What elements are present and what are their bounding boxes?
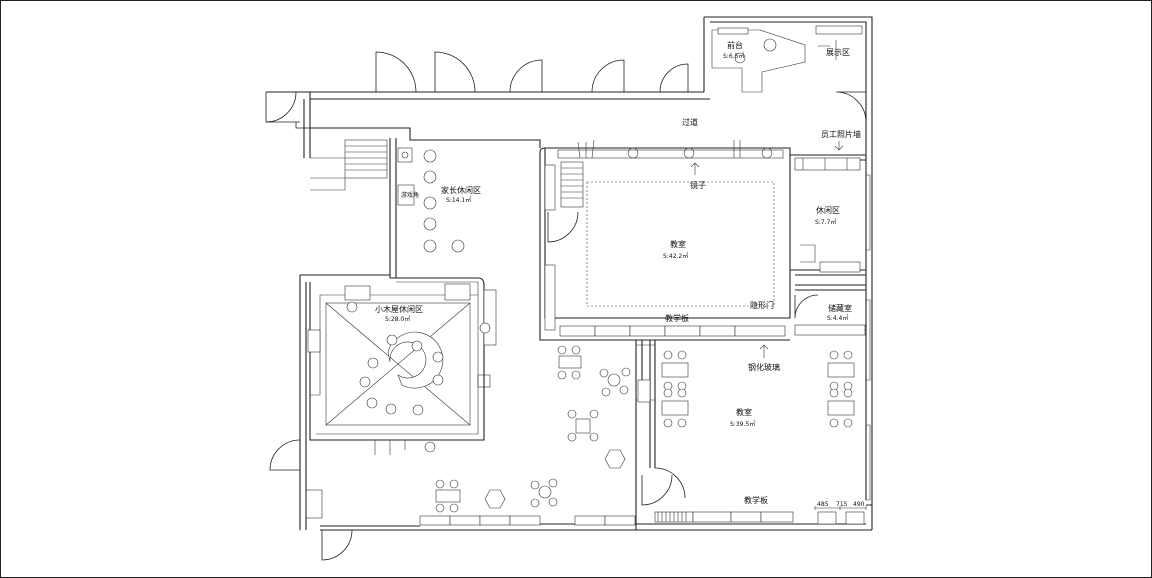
dimension-1: 485 bbox=[817, 501, 829, 508]
dimension-3: 490 bbox=[853, 501, 865, 508]
storage-room bbox=[794, 284, 866, 336]
display-area bbox=[815, 25, 863, 60]
corridor-label: 过道 bbox=[682, 117, 698, 127]
parent-lounge-area: S:14.1㎡ bbox=[446, 196, 471, 204]
parent-lounge bbox=[397, 147, 465, 253]
lounge-label: 休闲区 bbox=[816, 205, 840, 215]
parent-lounge-label: 家长休闲区 bbox=[441, 185, 481, 195]
classroom-2-label: 教室 bbox=[736, 407, 752, 417]
cabin-lounge-label: 小木屋休闲区 bbox=[375, 304, 423, 314]
board-1-label: 教学板 bbox=[665, 313, 689, 323]
display-label: 展示区 bbox=[826, 48, 850, 57]
front-desk bbox=[711, 27, 806, 93]
board-2-label: 教学板 bbox=[744, 495, 768, 505]
cabin-lounge bbox=[269, 277, 497, 561]
lounge-room bbox=[790, 154, 866, 276]
outer-walls bbox=[266, 16, 873, 531]
corridor-doors bbox=[265, 51, 867, 129]
front-desk-label: 前台 bbox=[727, 40, 743, 50]
dimension-2: 715 bbox=[836, 501, 848, 508]
glass-label: 钢化玻璃 bbox=[748, 362, 780, 372]
front-desk-area: S:6.5㎡ bbox=[723, 52, 744, 60]
storage-label: 储藏室 bbox=[828, 303, 852, 313]
mirror-label: 镜子 bbox=[690, 180, 706, 190]
classroom-2-area: S:39.5㎡ bbox=[730, 420, 755, 428]
classroom-1-label: 教室 bbox=[670, 239, 686, 249]
photo-wall-arrow bbox=[834, 141, 844, 151]
play-area bbox=[419, 345, 651, 526]
cabin-lounge-area: S:28.0㎡ bbox=[385, 315, 410, 323]
small-sign-label: 游戏角 bbox=[401, 191, 419, 199]
storage-area: S:4.4㎡ bbox=[827, 314, 848, 322]
classroom-2 bbox=[635, 340, 867, 530]
classroom-1 bbox=[539, 139, 791, 341]
classroom-1-area: S:42.2㎡ bbox=[663, 252, 688, 260]
lounge-area: S:7.7㎡ bbox=[815, 218, 836, 226]
stairs bbox=[310, 139, 388, 191]
photo-wall-label: 员工照片墙 bbox=[821, 129, 861, 139]
hidden-door-label: 隐形门 bbox=[750, 300, 774, 310]
